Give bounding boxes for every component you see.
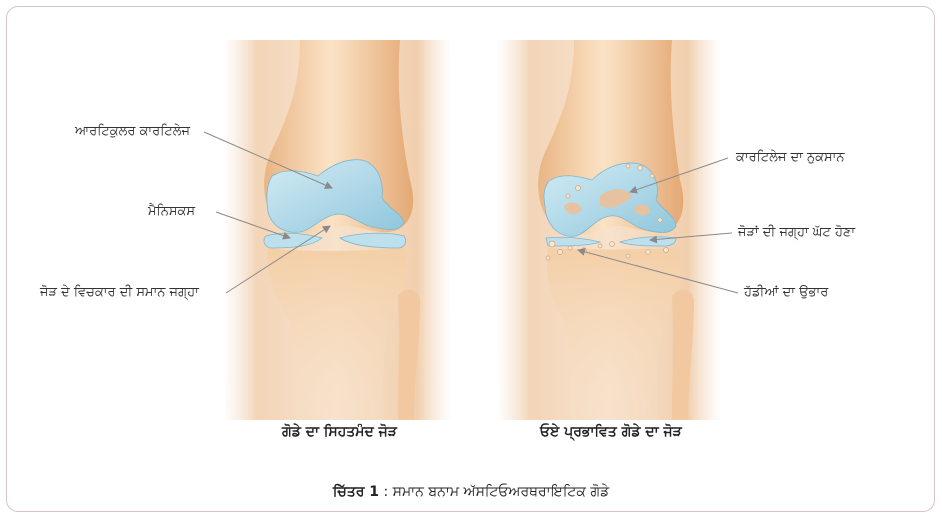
- label-meniscus: ਮੈਨਿਸਕਸ: [148, 204, 195, 220]
- label-joint-space: ਜੋੜ ਦੇ ਵਿਚਕਾਰ ਦੀ ਸਮਾਨ ਜਗ੍ਹਾ: [40, 285, 199, 301]
- label-cartilage-loss: ਕਾਰਟਿਲੇਜ ਦਾ ਨੁਕਸਾਨ: [736, 150, 845, 166]
- bone-spur: [650, 174, 654, 178]
- bone-spur: [610, 242, 615, 247]
- healthy-knee: [222, 40, 452, 420]
- bone-spur: [568, 246, 572, 250]
- label-reduced-joint-space: ਜੋੜਾਂ ਦੀ ਜਗ੍ਹਾ ਘੱਟ ਹੋਣਾ: [738, 225, 855, 241]
- bone-spur: [546, 256, 550, 260]
- bone-spur: [638, 166, 643, 171]
- affected-knee: [496, 40, 722, 420]
- label-bone-spurs: ਹੱਡੀਆਂ ਦਾ ਉਭਾਰ: [744, 285, 828, 301]
- figure-number: ਚਿੱਤਰ 1: [333, 484, 379, 500]
- bone-spur: [626, 254, 630, 258]
- bone-spur: [664, 248, 669, 253]
- caption-healthy: ਗੋਡੇ ਦਾ ਸਿਹਤਮੰਦ ਜੋੜ: [282, 424, 397, 440]
- bone-spur: [626, 164, 630, 168]
- bone-spur: [558, 250, 563, 255]
- bone-spur: [598, 244, 602, 248]
- caption-affected: ਓਏ ਪ੍ਰਭਾਵਿਤ ਗੋਡੇ ਦਾ ਜੋੜ: [540, 424, 682, 440]
- figure-separator: :: [379, 484, 393, 500]
- bone-spur: [658, 218, 662, 222]
- bone-spur: [576, 186, 581, 191]
- bone-spur: [549, 241, 555, 247]
- bone-spur: [646, 250, 651, 255]
- bone-spur: [566, 194, 570, 198]
- figure-title: ਸਮਾਨ ਬਨਾਮ ਅੱਸਟਿਓਅਰਥਰਾਇਟਿਕ ਗੋਡੇ: [393, 484, 610, 500]
- label-articular-cartilage: ਆਰਟਿਕੁਲਰ ਕਾਰਟਿਲੇਜ: [75, 124, 190, 140]
- figure-caption: ਚਿੱਤਰ 1 : ਸਮਾਨ ਬਨਾਮ ਅੱਸਟਿਓਅਰਥਰਾਇਟਿਕ ਗੋਡੇ: [0, 484, 942, 500]
